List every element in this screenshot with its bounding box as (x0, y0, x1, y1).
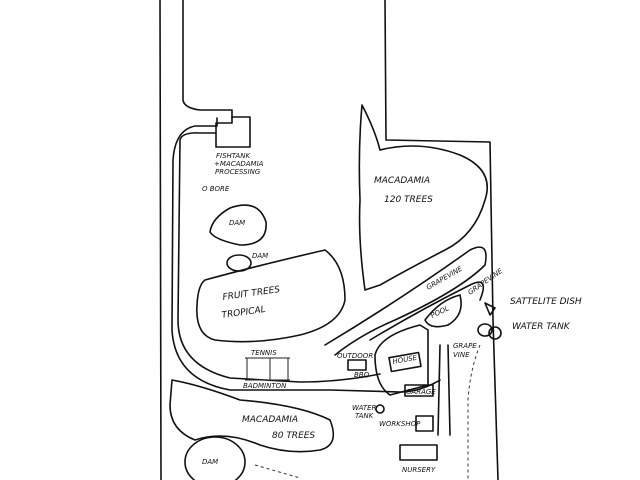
label-macadamia-120-2: 120 TREES (384, 195, 433, 205)
outdoor-bbq (347, 359, 367, 371)
driveway-inner (171, 117, 441, 393)
fishtank-building (215, 116, 251, 148)
road-edge (177, 132, 381, 383)
label-tropical: TROPICAL (221, 305, 266, 321)
tennis-court (245, 357, 290, 381)
fruit-trees-area (196, 249, 346, 343)
label-fishtank: FISHTANK (216, 152, 251, 160)
label-water-tank-small: WATER (352, 404, 377, 412)
label-nursery: NURSERY (402, 466, 436, 474)
macadamia-80-area (169, 379, 335, 453)
label-vine: VINE (453, 351, 470, 359)
label-dam-upper: DAM (229, 219, 245, 227)
water-tank-small (375, 404, 385, 414)
label-dam-small: DAM (252, 252, 268, 260)
right-boundary (384, 0, 499, 480)
nursery (399, 444, 438, 461)
macadamia-120-area (358, 104, 488, 291)
label-fishtank-3: PROCESSING (215, 168, 261, 176)
grapevine-lane (324, 246, 487, 356)
lower-dam (184, 436, 246, 480)
lower-track (254, 464, 301, 479)
label-house: HOUSE (392, 354, 418, 366)
label-dam-lower: DAM (202, 458, 218, 466)
label-macadamia-120: MACADAMIA (374, 176, 430, 186)
label-grapevine-2: GRAPEVINE (467, 267, 505, 297)
label-satellite-dish: SATTELITE DISH (510, 297, 582, 307)
label-bore: O BORE (202, 185, 230, 193)
label-fishtank-2: +MACADAMIA (214, 160, 264, 168)
label-pool: POOL (429, 304, 450, 319)
grapevine-lane-2 (369, 281, 485, 341)
label-bbq: BBQ (354, 371, 370, 379)
house-yard (374, 324, 429, 396)
satellite-dish-icon (484, 302, 496, 316)
water-tank-icon (477, 323, 493, 337)
label-grape: GRAPE (453, 342, 477, 350)
label-badminton: BADMINTON (243, 382, 287, 390)
left-boundary (159, 0, 162, 480)
label-macadamia-80: MACADAMIA (242, 415, 298, 425)
water-tank-icon-2 (488, 326, 502, 340)
label-tank-small: TANK (355, 412, 375, 420)
label-garage: GARAGE (406, 388, 436, 396)
label-outdoor: OUTDOOR (337, 352, 373, 360)
track (467, 344, 481, 480)
label-workshop: WORKSHOP (379, 420, 421, 428)
label-fruit-trees: FRUIT TREES (222, 285, 281, 303)
house (388, 351, 422, 373)
label-macadamia-80-2: 80 TREES (272, 431, 315, 441)
upper-dam (209, 204, 267, 246)
driveway (182, 0, 233, 119)
garage (404, 384, 434, 397)
pool (424, 294, 462, 328)
label-water-tank: WATER TANK (512, 322, 571, 332)
workshop (415, 415, 434, 432)
lane (437, 344, 451, 436)
label-tennis: TENNIS (251, 349, 277, 357)
